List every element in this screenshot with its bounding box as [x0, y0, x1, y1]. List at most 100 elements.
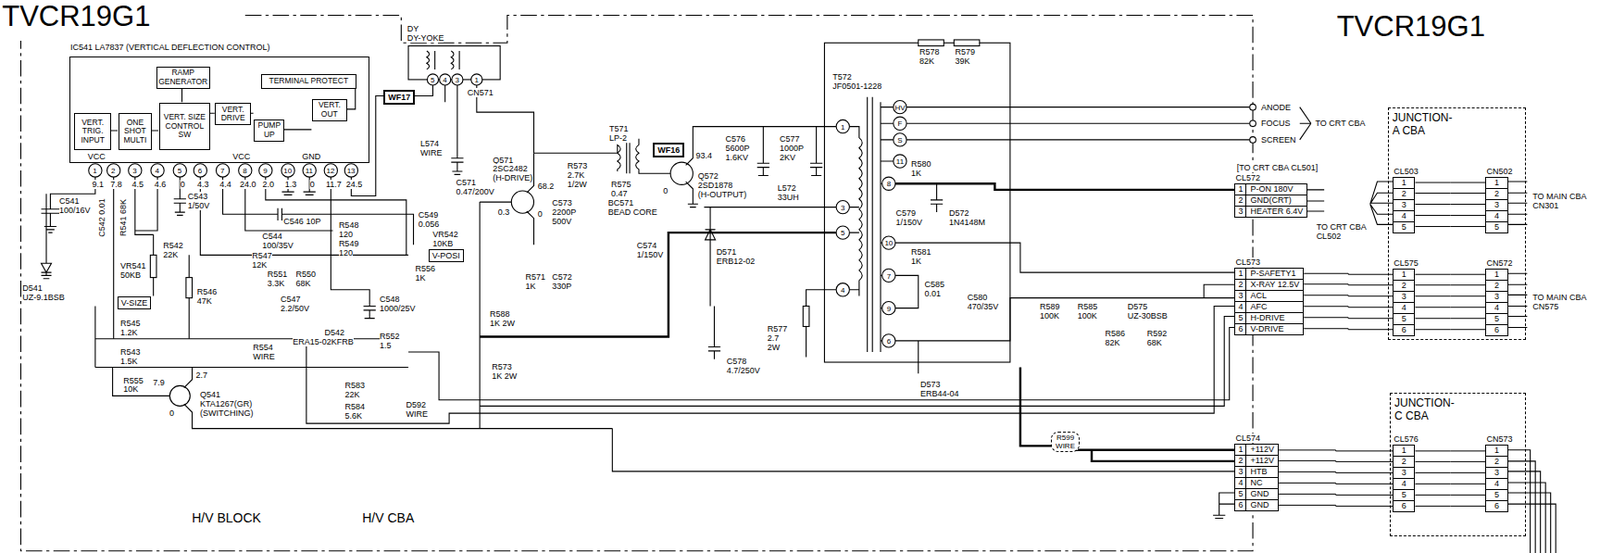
part-label: C544 — [262, 231, 283, 241]
part-label: R556 — [415, 263, 437, 274]
function-block: RAMP GENERATOR — [156, 66, 211, 89]
part-label: 39K — [955, 56, 971, 66]
pin-circle — [426, 74, 438, 86]
part-label: BC571 — [608, 198, 635, 208]
part-label: C578 — [726, 356, 748, 366]
part-label: 68K — [1147, 337, 1163, 348]
part-label: 12K — [251, 260, 267, 270]
part-label: VCC — [87, 151, 106, 162]
pin-circle — [150, 163, 164, 177]
pin-number: 1 — [1486, 269, 1507, 280]
part-label: R573 — [491, 362, 513, 372]
part-label: R554 — [252, 342, 274, 352]
pin-number: 1 — [1486, 445, 1507, 456]
part-label: D571 — [716, 247, 738, 257]
part-label: L574 — [420, 138, 439, 149]
wire — [330, 176, 375, 319]
pin-number: 6 — [1486, 500, 1507, 512]
part-label: 1/50V — [187, 200, 211, 211]
wire — [245, 176, 407, 255]
pin-number: 1 — [1235, 444, 1247, 455]
part-label: R592 — [1147, 328, 1168, 338]
part-label: C572 — [551, 272, 573, 282]
part-label: 10KB — [432, 238, 453, 249]
transistor — [169, 385, 190, 406]
part-label: Q571 — [492, 155, 513, 165]
pin-number: 2 — [1486, 455, 1507, 467]
pin-number: 4 — [1393, 210, 1414, 222]
resistor — [802, 305, 810, 326]
board-name: JUNCTION-C CBA — [1394, 396, 1455, 423]
pin-number: 4 — [840, 285, 845, 294]
pin-number: 6 — [887, 337, 891, 346]
waveform-label: WF17 — [387, 92, 411, 102]
pin-number: 5 — [177, 166, 182, 175]
block-label: RAMP GENERATOR — [158, 68, 209, 87]
pin-number: 2 — [1393, 455, 1414, 467]
part-label: 1000/25V — [379, 303, 416, 313]
part-label: CL502 — [1316, 231, 1342, 241]
signal-name: X-RAY 12.5V — [1246, 278, 1303, 290]
pin-number: 2 — [1235, 194, 1247, 206]
connector-name: CN502 — [1486, 166, 1513, 176]
pin-number: 1 — [1393, 177, 1414, 188]
part-label: VR542 — [432, 229, 459, 239]
pin-circle — [836, 283, 850, 297]
voltage-value: 2.0 — [262, 179, 275, 189]
capacitor — [757, 126, 823, 176]
pin-circle — [882, 334, 896, 348]
part-label: BEAD CORE — [608, 207, 658, 217]
part-label: 100/35V — [262, 240, 294, 250]
pin-number: 3 — [1486, 466, 1507, 478]
part-label: R589 — [1039, 301, 1061, 312]
wiring — [20, 15, 1556, 553]
harness-wires — [1303, 273, 1393, 329]
pin-number: 3 — [1393, 199, 1414, 211]
part-label: WIRE — [420, 148, 443, 158]
wire — [479, 315, 1240, 406]
part-label: Q572 — [698, 171, 719, 181]
part-label: 0.056 — [418, 219, 440, 229]
part-label: C579 — [896, 208, 917, 218]
block-label: PUMP UP — [255, 121, 283, 139]
part-label: R581 — [911, 247, 932, 257]
pin-number: 4 — [1235, 300, 1247, 313]
ic-heading: IC541 LA7837 (VERTICAL DEFLECTION CONTRO… — [70, 42, 271, 53]
part-label: R588 — [489, 309, 511, 319]
pin-number: 6 — [1393, 324, 1414, 336]
pin-circle — [451, 74, 463, 86]
part-label: FOCUS — [1261, 118, 1291, 128]
part-label: R575 — [611, 179, 632, 189]
part-label: 0.47 — [611, 188, 628, 199]
connector-name: CL503 — [1393, 166, 1419, 176]
terminal — [1250, 103, 1257, 111]
pin-circle — [439, 74, 451, 86]
pin-circle — [882, 268, 896, 282]
pin-number: 8 — [887, 179, 891, 188]
connector-name: CL576 — [1393, 434, 1419, 444]
pin-number: 7 — [887, 271, 891, 280]
part-label: 470/35V — [967, 301, 1000, 312]
part-label: C585 — [924, 279, 945, 289]
part-label: 120 — [338, 248, 353, 258]
part-label: CN575 — [1532, 301, 1559, 312]
transistor — [670, 162, 693, 185]
harness-wires — [1414, 274, 1486, 330]
part-label: 1K — [525, 281, 537, 291]
part-label: 1/150V — [896, 217, 924, 227]
pin-circle — [88, 163, 102, 177]
voltage-value: 24.0 — [239, 179, 257, 189]
pin-circle — [128, 163, 142, 177]
wire — [906, 107, 1250, 140]
part-label: D592 — [406, 400, 427, 410]
pin-number: 1 — [1235, 184, 1247, 195]
function-block: VERT. OUT — [312, 99, 347, 122]
pin-number: 2 — [1486, 279, 1507, 291]
part-label: KTA1267(GR) — [200, 399, 252, 409]
pin-circle — [173, 163, 187, 177]
part-label: R586 — [1105, 328, 1126, 338]
part-label: 2.2/50V — [280, 303, 310, 313]
capacitor — [174, 176, 187, 215]
wire — [95, 305, 409, 396]
